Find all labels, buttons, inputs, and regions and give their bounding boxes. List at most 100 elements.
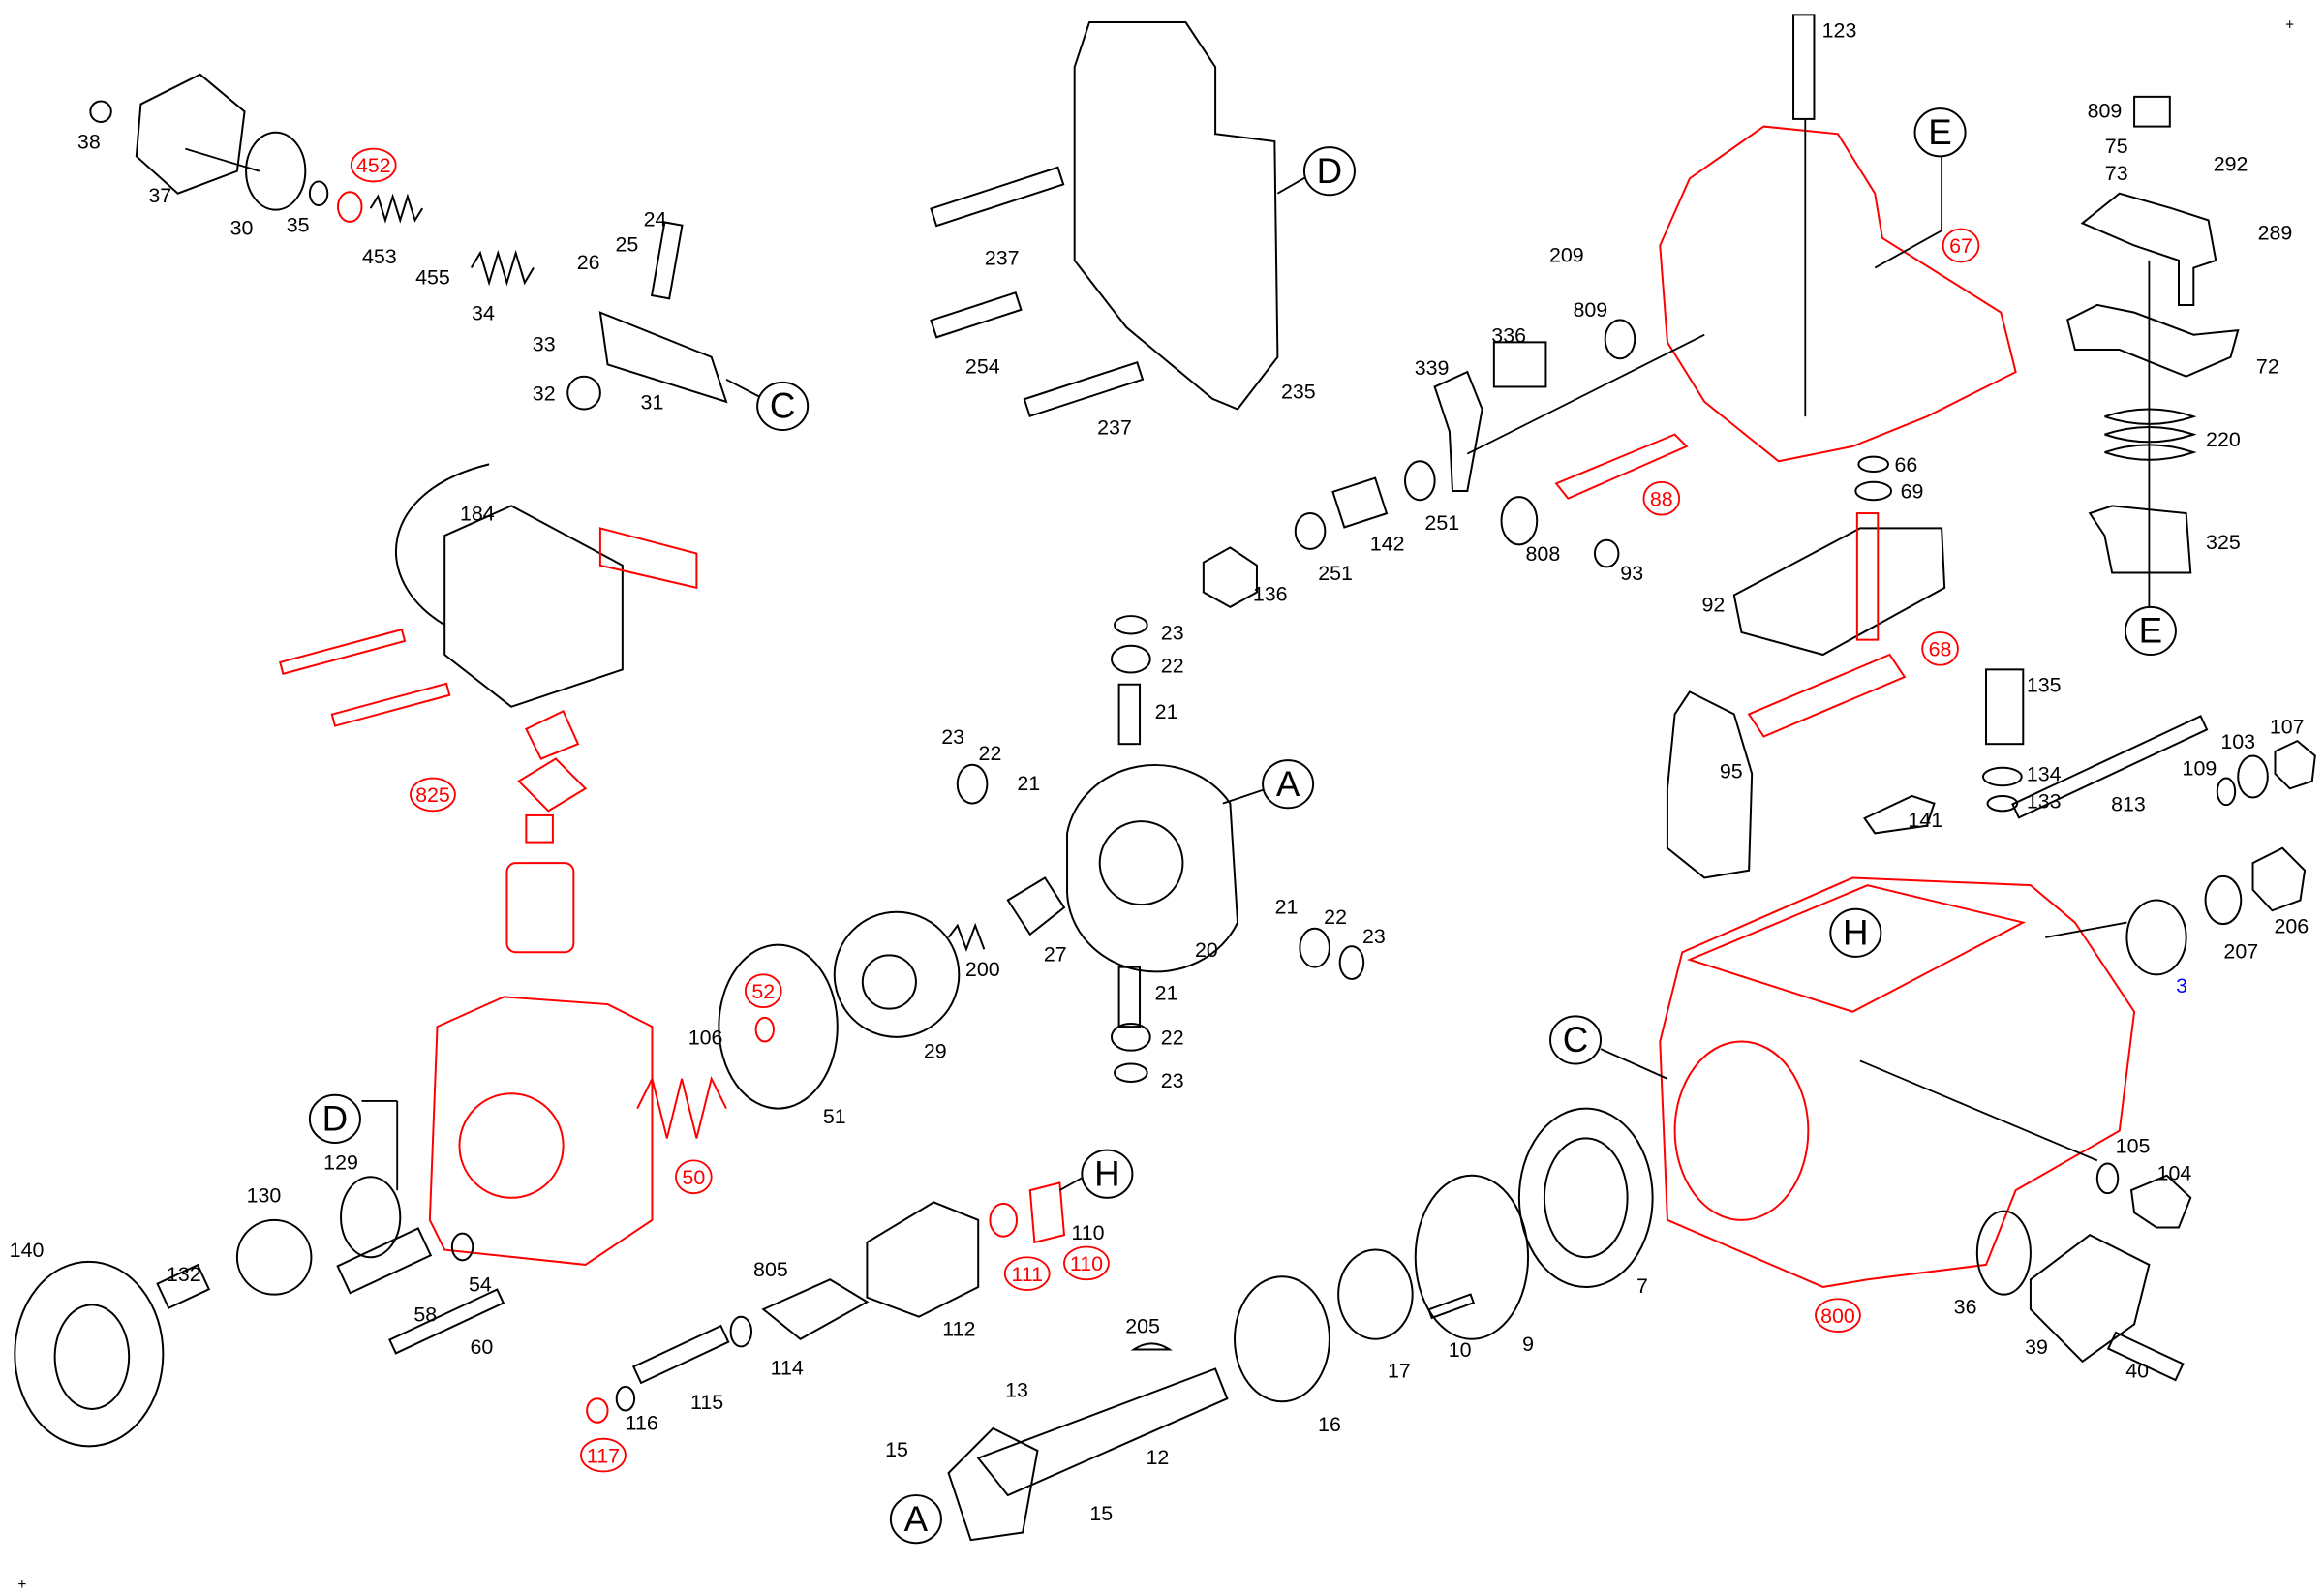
- callout-117: 117: [580, 1437, 627, 1473]
- callout-label: 136: [1253, 583, 1288, 606]
- washer-17: [1337, 1248, 1414, 1340]
- registration-mark: +: [17, 1577, 26, 1593]
- callout-label: D: [322, 1099, 349, 1139]
- spring-34: [470, 249, 535, 287]
- callout-label: 22: [1161, 654, 1184, 677]
- reference-circle: [889, 1494, 942, 1545]
- callout-label: 209: [1549, 243, 1584, 266]
- callout-254: 254: [965, 355, 1000, 379]
- washer-134: [1981, 766, 2023, 787]
- callout-label: C: [1563, 1020, 1589, 1059]
- callout-136: 136: [1253, 583, 1288, 606]
- callout-452: 452: [350, 147, 397, 183]
- callout-206: 206: [2274, 914, 2309, 937]
- bolt-38: [89, 100, 112, 123]
- callout-805: 805: [753, 1258, 788, 1281]
- callout-D: D: [308, 1093, 361, 1144]
- lever-72: [2066, 303, 2240, 378]
- callout-label: 21: [1155, 981, 1178, 1004]
- callout-label: 134: [2027, 763, 2062, 786]
- callout-292: 292: [2214, 153, 2248, 176]
- head-bore: [458, 1092, 565, 1199]
- callout-label: 220: [2206, 428, 2241, 451]
- roller-22d: [1299, 927, 1330, 968]
- washer-23b: [1114, 1062, 1148, 1083]
- callout-12: 12: [1146, 1446, 1169, 1469]
- distributor-head-50: [428, 996, 654, 1266]
- callout-label: 336: [1491, 323, 1526, 347]
- callout-label: 68: [1929, 638, 1952, 661]
- plug-136: [1202, 546, 1258, 608]
- callout-25: 25: [616, 233, 639, 257]
- washer-251: [1404, 460, 1436, 502]
- callout-label: 200: [965, 958, 1000, 981]
- callout-label: 29: [924, 1039, 947, 1062]
- callout-52: 52: [744, 973, 782, 1009]
- callout-809: 809: [1573, 298, 1607, 322]
- callout-209: 209: [1549, 243, 1584, 266]
- callout-label: 40: [2125, 1360, 2149, 1383]
- callout-label: 60: [471, 1335, 494, 1359]
- washer-251b: [1294, 512, 1327, 550]
- callout-123: 123: [1822, 18, 1857, 42]
- leader: [185, 147, 260, 172]
- callout-37: 37: [148, 184, 171, 207]
- callout-22: 22: [979, 742, 1002, 765]
- washer-103: [2237, 754, 2269, 799]
- callout-142: 142: [1370, 532, 1405, 555]
- screw-132: [156, 1263, 211, 1310]
- callout-label: 805: [753, 1258, 788, 1281]
- callout-label: 30: [230, 217, 254, 240]
- callout-23: 23: [1161, 1069, 1184, 1092]
- callout-label: 455: [415, 265, 450, 289]
- washer-54: [450, 1232, 474, 1262]
- spring-453: [369, 193, 424, 224]
- reference-circle: [1081, 1149, 1134, 1199]
- callout-label: 205: [1125, 1315, 1160, 1338]
- callout-455: 455: [415, 265, 450, 289]
- callout-label: 69: [1901, 480, 1924, 504]
- callout-label: 22: [1324, 905, 1347, 929]
- plate-9: [1414, 1174, 1530, 1340]
- callout-184: 184: [460, 503, 495, 526]
- callout-205: 205: [1125, 1315, 1160, 1338]
- washer-105: [2095, 1162, 2120, 1195]
- callout-label: H: [1094, 1153, 1120, 1193]
- callout-label: 32: [533, 382, 556, 405]
- callout-label: 105: [2116, 1135, 2151, 1158]
- callout-label: 24: [644, 207, 667, 230]
- housing-184: [443, 505, 624, 708]
- roller-22a: [1110, 644, 1151, 674]
- callout-135: 135: [2027, 673, 2062, 696]
- nut-809: [2133, 95, 2171, 128]
- callout-34: 34: [472, 301, 495, 324]
- callout-237: 237: [985, 246, 1020, 269]
- callout-237: 237: [1097, 416, 1132, 440]
- callout-label: A: [1276, 764, 1300, 804]
- callout-label: 116: [626, 1411, 658, 1434]
- callout-label: 237: [1097, 416, 1132, 440]
- shaft-68: [1855, 512, 1880, 641]
- reference-circle: [1913, 107, 1967, 158]
- spring-220: [2104, 408, 2197, 461]
- governor-cover-67: [1659, 125, 2017, 463]
- callout-36: 36: [1954, 1296, 1977, 1319]
- pin-24: [650, 221, 684, 300]
- callout-813: 813: [2111, 792, 2146, 815]
- callout-label: C: [770, 386, 796, 426]
- callout-235: 235: [1281, 381, 1316, 404]
- callout-label: 141: [1908, 809, 1942, 832]
- plate-29: [833, 910, 961, 1038]
- callout-label: 207: [2223, 939, 2258, 963]
- callout-label: 67: [1949, 234, 1972, 258]
- callout-label: 15: [885, 1438, 908, 1461]
- callout-label: 132: [167, 1263, 201, 1286]
- callout-141: 141: [1908, 809, 1942, 832]
- screw-104: [2129, 1174, 2192, 1229]
- seal-3: [2125, 899, 2187, 976]
- cable-184: [395, 463, 490, 627]
- callout-label: 23: [1362, 925, 1386, 948]
- leader: [1859, 1059, 2098, 1162]
- callout-label: 15: [1089, 1502, 1113, 1525]
